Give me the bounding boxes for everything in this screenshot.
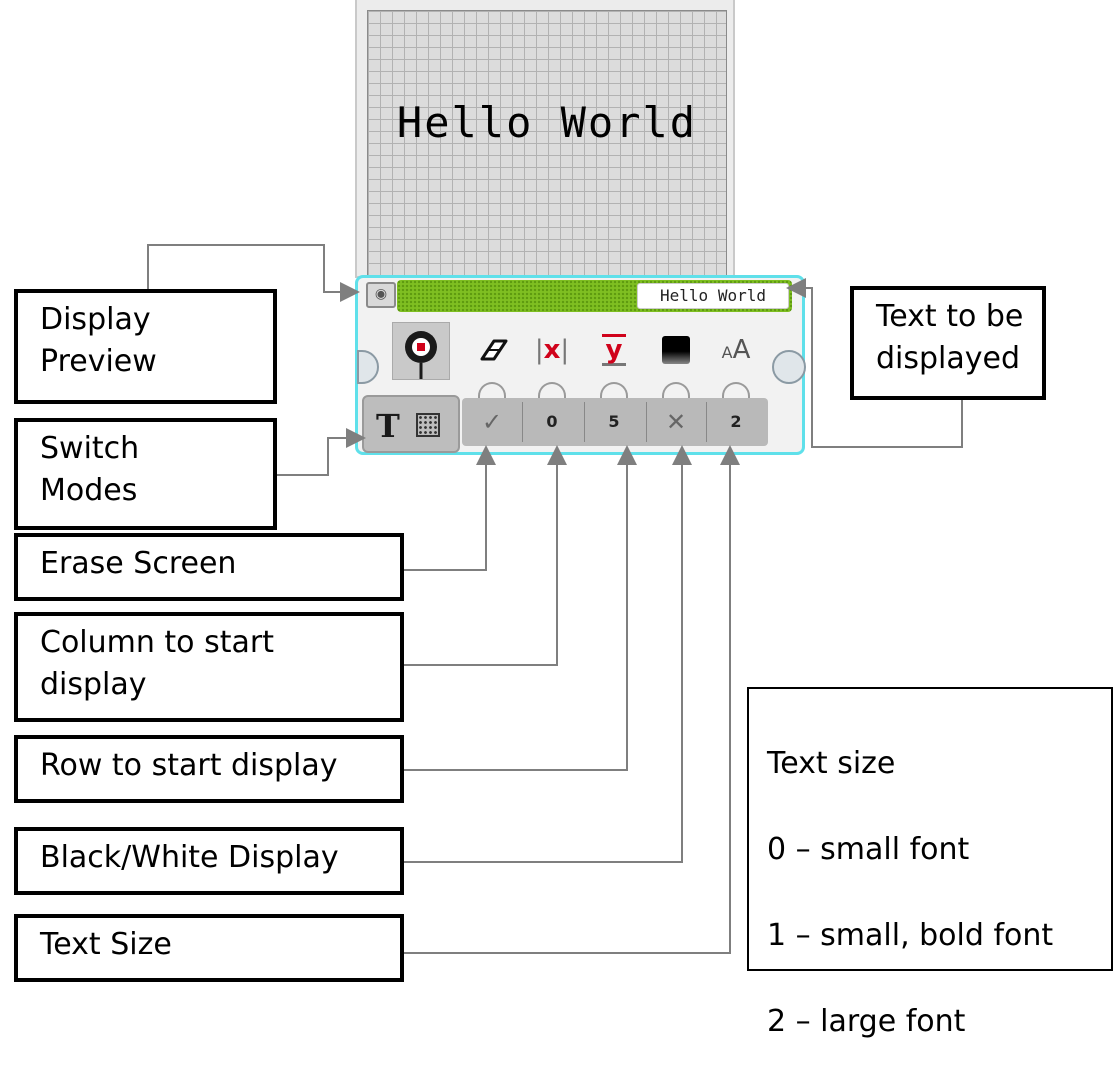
text-input-field[interactable]: Hello World (637, 283, 789, 309)
input-notch (600, 382, 628, 398)
label-display-preview: Display Preview (14, 289, 277, 404)
sequence-out-connector[interactable] (772, 350, 806, 384)
callout-switch-modes (275, 428, 366, 476)
column-input[interactable]: 0 (546, 412, 558, 431)
legend-item: 2 – large font (767, 1004, 966, 1039)
text-size-legend: Text size 0 – small font 1 – small, bold… (747, 687, 1113, 1039)
divider (522, 402, 523, 442)
input-notch (662, 382, 690, 398)
grid-icon (416, 413, 440, 437)
label-row-start: Row to start display (14, 735, 404, 803)
y-row-icon: y (590, 330, 638, 370)
label-switch-modes: Switch Modes (14, 418, 277, 530)
eraser-icon (468, 330, 516, 370)
font-size-input[interactable]: 2 (730, 412, 742, 431)
input-notch (478, 382, 506, 398)
preview-toggle-button[interactable]: ◉ (366, 282, 396, 308)
display-preview-screen (367, 10, 727, 276)
label-erase-screen: Erase Screen (14, 533, 404, 601)
legend-title: Text size (767, 746, 896, 781)
callout-text-size (404, 445, 740, 954)
text-mode-icon: T (376, 407, 400, 445)
label-text-size: Text Size (14, 914, 404, 982)
x-column-icon: |x| (534, 335, 570, 365)
divider (584, 402, 585, 442)
callout-erase (404, 445, 496, 571)
input-notch (722, 382, 750, 398)
divider (706, 402, 707, 442)
callout-row (404, 445, 637, 771)
brick-display-icon (392, 322, 450, 380)
callout-display-preview (147, 244, 360, 302)
preview-text: Hello World (396, 98, 698, 147)
input-notch (538, 382, 566, 398)
erase-screen-input[interactable]: ✓ (481, 408, 503, 436)
font-size-icon: AA (721, 335, 751, 365)
callout-text-to-display (786, 278, 963, 448)
eye-icon: ◉ (374, 286, 388, 302)
black-white-icon (652, 330, 700, 370)
callout-lines (147, 244, 963, 954)
mode-selector-button[interactable]: T (362, 395, 460, 453)
color-input[interactable]: ✕ (665, 408, 687, 436)
legend-item: 1 – small, bold font (767, 918, 1054, 953)
label-column-start: Column to start display (14, 612, 404, 722)
parameter-row (462, 398, 768, 446)
divider (646, 402, 647, 442)
legend-item: 0 – small font (767, 832, 970, 867)
row-input[interactable]: 5 (608, 412, 620, 431)
label-text-to-display: Text to be displayed (850, 286, 1046, 400)
callout-column (404, 445, 567, 666)
label-black-white: Black/White Display (14, 827, 404, 895)
callout-black-white (404, 445, 692, 863)
